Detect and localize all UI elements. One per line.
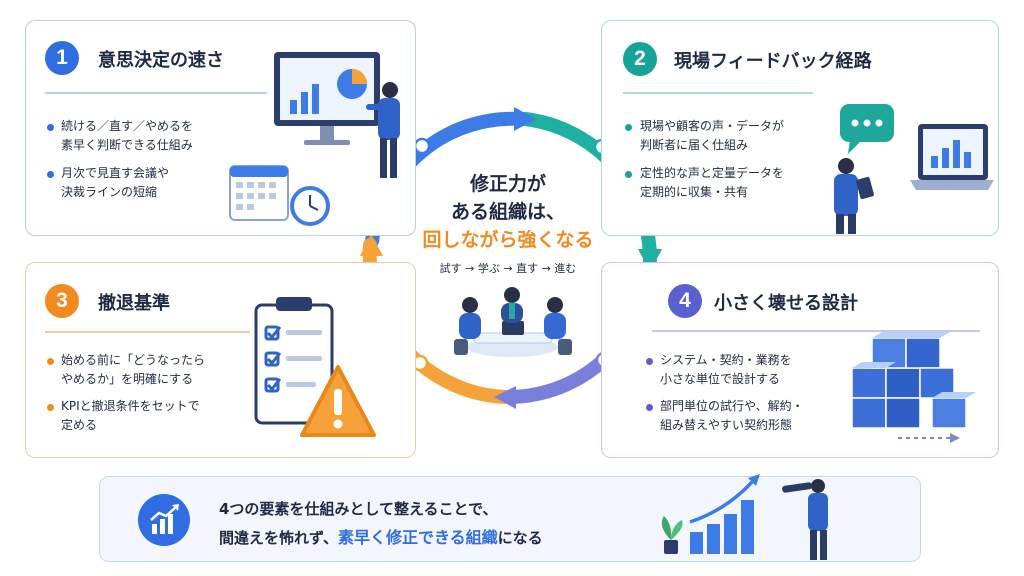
divider (652, 330, 980, 332)
bullet-text: 月次で見直す会議や (61, 166, 170, 180)
center-message: 修正力が ある組織は、 回しながら強くなる 試す → 学ぶ → 直す → 進む (415, 170, 601, 276)
laptop-feedback-illustration (834, 104, 994, 234)
bullet-dot-icon (646, 404, 653, 411)
cycle-arrow-orange (360, 234, 383, 256)
card-number-badge: 4 (668, 284, 702, 318)
card-number-badge: 2 (623, 42, 657, 76)
team-meeting-illustration (454, 287, 572, 357)
bullet-text: 続ける／直す／やめるを (61, 119, 194, 133)
center-line-3: 回しながら強くなる (422, 229, 594, 251)
cycle-arrow-teal (638, 249, 662, 272)
divider (45, 92, 267, 94)
bullet-text: 定性的な声と定量データを (640, 166, 785, 180)
cycle-arrow-blue (514, 107, 536, 131)
bullet-dot-icon (47, 171, 54, 178)
modular-blocks-illustration (851, 332, 976, 443)
banner-highlight: 素早く修正できる組織 (337, 528, 498, 547)
bullet-text: 小さな単位で設計する (660, 372, 781, 386)
card-number-badge: 3 (45, 284, 79, 318)
banner-line-2-prefix: 間違えを怖れず、 (219, 529, 338, 547)
center-steps: 試す → 学ぶ → 直す → 進む (439, 262, 577, 275)
banner-line-2-suffix: になる (497, 529, 543, 547)
divider (623, 92, 813, 94)
bullet-text: 判断者に届く仕組み (640, 138, 749, 152)
card-number-badge: 1 (45, 41, 79, 75)
growth-telescope-illustration (661, 474, 828, 560)
bullet-dot-icon (625, 171, 632, 178)
bullet-dot-icon (625, 124, 632, 131)
cycle-arrow-purple (494, 386, 516, 409)
monitor-presenter-illustration (229, 52, 400, 226)
bullet-dot-icon (47, 124, 54, 131)
bullet-text: 定める (61, 418, 98, 432)
bullet-text: 定期的に収集・共有 (640, 185, 749, 199)
card-title: 撤退基準 (98, 293, 170, 314)
bullet-text: システム・契約・業務を (660, 353, 792, 367)
bullet-text: 決裁ラインの短縮 (61, 185, 158, 199)
bullet-dot-icon (47, 358, 54, 365)
growth-chart-icon (138, 494, 190, 546)
bullet-dot-icon (646, 358, 653, 365)
banner-line-2: 間違えを怖れず、素早く修正できる組織になる (219, 524, 543, 548)
bullet-text: 始める前に「どうなったら (61, 353, 206, 367)
card-title: 意思決定の速さ (98, 50, 224, 71)
banner-line-1: 4つの要素を仕組みとして整えることで、 (219, 500, 498, 518)
bullet-text: 素早く判断できる仕組み (61, 138, 193, 152)
divider (45, 331, 250, 333)
center-line-2: ある組織は、 (450, 201, 565, 223)
bullet-text: 現場や顧客の声・データが (640, 119, 785, 133)
center-line-1: 修正力が (469, 173, 546, 195)
checklist-warning-illustration (254, 297, 376, 437)
bullet-text: やめるか」を明確にする (61, 372, 194, 386)
card-title: 現場フィードバック経路 (674, 51, 872, 72)
card-title: 小さく壊せる設計 (714, 293, 858, 314)
bullet-dot-icon (47, 404, 54, 411)
summary-banner: 4つの要素を仕組みとして整えることで、 間違えを怖れず、素早く修正できる組織にな… (99, 476, 921, 562)
bullet-text: 部門単位の試行や、解約・ (660, 399, 804, 413)
bullet-text: KPIと撤退条件をセットで (61, 399, 200, 413)
bullet-text: 組み替えやすい契約形態 (660, 418, 793, 432)
